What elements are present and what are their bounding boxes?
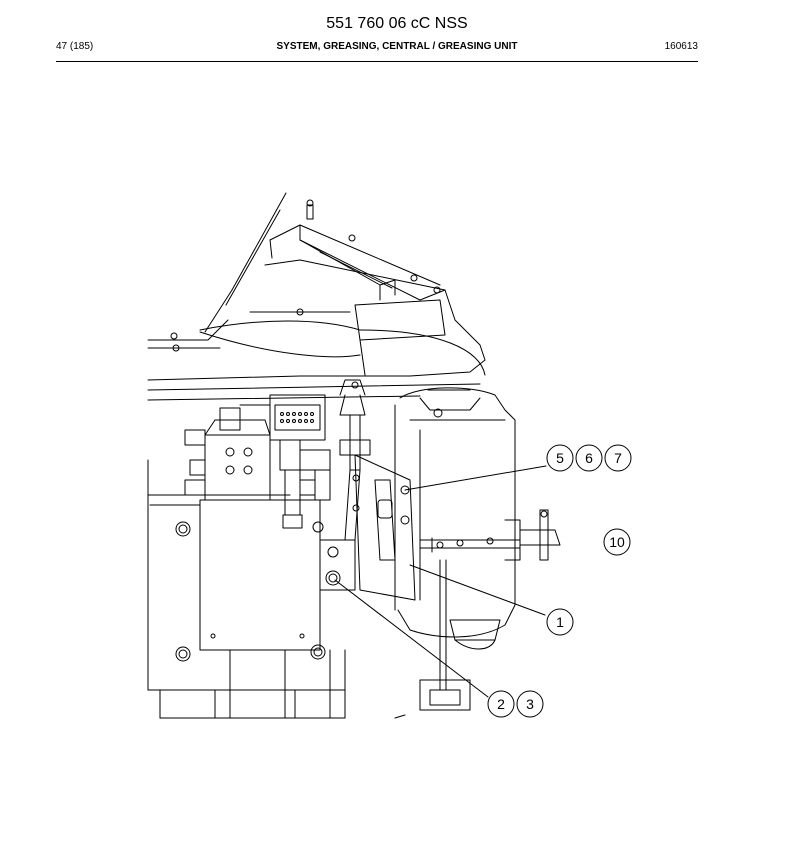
grease-tank xyxy=(359,329,561,719)
header-rule xyxy=(56,61,698,62)
svg-text:2: 2 xyxy=(497,696,505,712)
callout-3: 3 xyxy=(516,690,544,718)
callout-1: 1 xyxy=(546,608,574,636)
callout-5: 5 xyxy=(546,444,574,472)
callout-10: 10 xyxy=(603,528,631,556)
upper-frame xyxy=(147,192,486,401)
page-number: 47 (185) xyxy=(56,41,94,52)
mounting-plate xyxy=(147,459,346,719)
svg-text:1: 1 xyxy=(556,614,564,630)
tank-bracket xyxy=(319,454,416,601)
document-number: 551 760 06 cC NSS xyxy=(326,15,468,32)
section-title: SYSTEM, GREASING, CENTRAL / GREASING UNI… xyxy=(276,41,518,52)
callout-6: 6 xyxy=(575,444,603,472)
callout-7: 7 xyxy=(604,444,632,472)
svg-text:10: 10 xyxy=(609,534,625,550)
leader-lines xyxy=(334,465,547,698)
revision-date: 160613 xyxy=(664,41,698,52)
valve-block xyxy=(184,379,371,541)
svg-text:6: 6 xyxy=(585,450,593,466)
svg-text:3: 3 xyxy=(526,696,534,712)
svg-text:5: 5 xyxy=(556,450,564,466)
svg-text:7: 7 xyxy=(614,450,622,466)
callout-2: 2 xyxy=(487,690,515,718)
